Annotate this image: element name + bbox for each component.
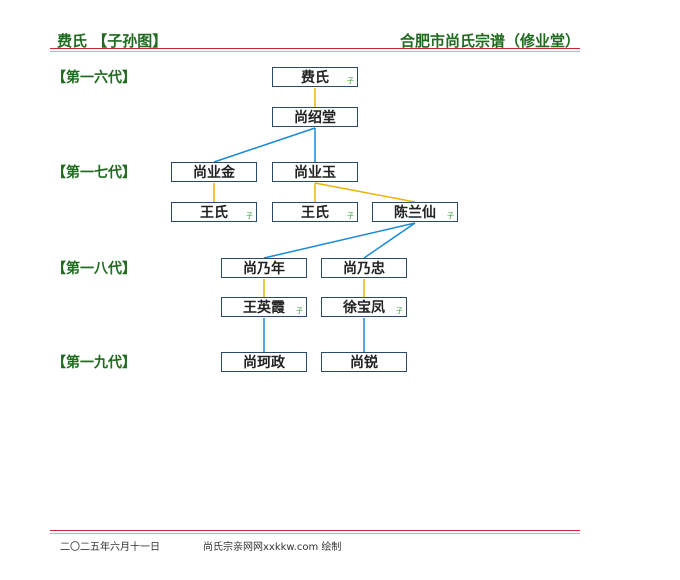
- descendant-mark-icon: 子: [296, 307, 303, 315]
- person-node-yeyu[interactable]: 尚业玉: [272, 162, 358, 182]
- person-name: 尚绍堂: [294, 110, 336, 126]
- person-node-chen[interactable]: 陈兰仙 子: [372, 202, 458, 222]
- person-node-shaotang[interactable]: 尚绍堂: [272, 107, 358, 127]
- generation-label-17: 【第一七代】: [52, 165, 136, 181]
- header-rule-bottom: [50, 51, 580, 52]
- footer-date: 二〇二五年六月十一日: [60, 542, 160, 553]
- person-node-wang-spouse-1[interactable]: 王氏 子: [171, 202, 257, 222]
- person-node-naizhong[interactable]: 尚乃忠: [321, 258, 407, 278]
- child-link: [213, 127, 316, 163]
- person-name: 王氏: [200, 205, 228, 221]
- child-link: [263, 222, 416, 259]
- person-name: 陈兰仙: [394, 205, 436, 221]
- person-node-fei[interactable]: 费氏 子: [272, 67, 358, 87]
- descendant-mark-icon: 子: [447, 212, 454, 220]
- person-name: 王氏: [301, 205, 329, 221]
- footer-source: 尚氏宗亲网网xxkkw.com 绘制: [203, 542, 342, 553]
- person-node-nainian[interactable]: 尚乃年: [221, 258, 307, 278]
- child-link: [363, 222, 416, 259]
- footer-rule-bottom: [50, 533, 580, 534]
- descendant-mark-icon: 子: [347, 212, 354, 220]
- header-title: 费氏 【子孙图】: [57, 32, 168, 50]
- person-name: 尚业金: [193, 165, 235, 181]
- person-name: 尚乃忠: [343, 261, 385, 277]
- footer-rule-top: [50, 530, 580, 531]
- descendant-mark-icon: 子: [246, 212, 253, 220]
- generation-label-19: 【第一九代】: [52, 355, 136, 371]
- descendant-mark-icon: 子: [396, 307, 403, 315]
- header-rule-top: [50, 48, 580, 49]
- person-node-kezheng[interactable]: 尚珂政: [221, 352, 307, 372]
- person-name: 徐宝凤: [343, 300, 385, 316]
- header-clan-title: 合肥市尚氏宗谱（修业堂）: [399, 32, 580, 50]
- person-node-xubaofeng[interactable]: 徐宝凤 子: [321, 297, 407, 317]
- person-name: 王英霞: [243, 300, 285, 316]
- descendant-mark-icon: 子: [347, 77, 354, 85]
- person-node-wang-spouse-2[interactable]: 王氏 子: [272, 202, 358, 222]
- person-node-rui[interactable]: 尚锐: [321, 352, 407, 372]
- person-name: 尚乃年: [243, 261, 285, 277]
- person-name: 尚业玉: [294, 165, 336, 181]
- person-node-yejin[interactable]: 尚业金: [171, 162, 257, 182]
- person-name: 费氏: [301, 70, 329, 86]
- generation-label-16: 【第一六代】: [52, 70, 136, 86]
- person-name: 尚珂政: [243, 355, 285, 371]
- generation-label-18: 【第一八代】: [52, 261, 136, 277]
- spouse-link: [314, 182, 416, 203]
- person-name: 尚锐: [350, 355, 378, 371]
- person-node-wangyingxia[interactable]: 王英霞 子: [221, 297, 307, 317]
